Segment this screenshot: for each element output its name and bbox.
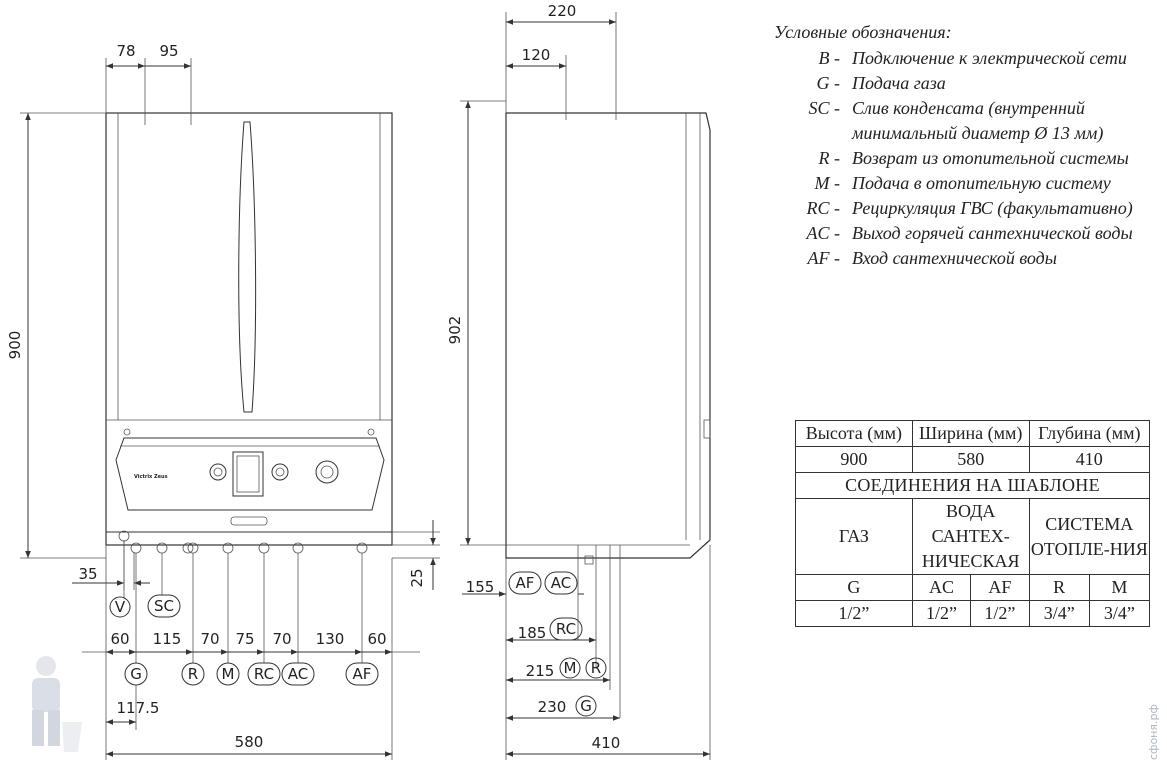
dim-220: 220 [548, 2, 577, 20]
legend-item: M - Подача в отопительную систему [774, 171, 1164, 196]
marker-g: G [130, 665, 142, 683]
marker-rc: RC [254, 665, 274, 683]
dim-410: 410 [592, 734, 621, 752]
dim-117-5: 117.5 [117, 699, 160, 717]
marker-sc: SC [154, 597, 174, 615]
legend-code: AC - [806, 223, 841, 243]
dim-215: 215 [526, 662, 555, 680]
dim-60-left: 60 [110, 630, 129, 648]
dim-115: 115 [153, 630, 182, 648]
legend-item: R - Возврат из отопительной системы [774, 146, 1164, 171]
panel-brand: Victrix Zeus [134, 474, 168, 480]
front-door-curve [238, 121, 257, 413]
legend-item: SC - Слив конденсата (внутренний минимал… [774, 96, 1164, 146]
legend-code: SC - [808, 98, 841, 118]
legend-desc: Подача газа [852, 73, 946, 93]
legend-desc: Слив конденсата (внутренний минимальный … [852, 98, 1104, 143]
legend-code: AF - [807, 248, 840, 268]
code-ac: AC [911, 574, 972, 601]
side-marker-m: M [564, 659, 577, 677]
boiler-front-body [105, 112, 393, 546]
legend-desc: Рециркуляция ГВС (факультативно) [852, 198, 1133, 218]
legend-code: R - [818, 148, 841, 168]
dim-155: 155 [466, 578, 495, 596]
legend-desc: Вход сантехнической воды [852, 248, 1057, 268]
side-marker-af: AF [516, 574, 535, 592]
legend-desc: Подключение к электрической сети [852, 48, 1127, 68]
dim-902: 902 [446, 316, 464, 345]
dim-900: 900 [6, 331, 24, 360]
boiler-side-body [505, 112, 711, 559]
side-marker-r: R [591, 659, 601, 677]
dim-35: 35 [78, 565, 97, 583]
pressure-gauge [315, 460, 339, 484]
value-depth: 410 [1028, 446, 1151, 473]
dim-78: 78 [116, 42, 135, 60]
dim-60-right: 60 [367, 630, 386, 648]
dim-95: 95 [159, 42, 178, 60]
legend-item: RC - Рециркуляция ГВС (факультативно) [774, 196, 1164, 221]
value-width: 580 [911, 446, 1030, 473]
group-gas: ГАЗ [795, 498, 913, 575]
legend-code: B - [818, 48, 841, 68]
marker-m: M [222, 665, 235, 683]
spec-table: Высота (мм) Ширина (мм) Глубина (мм) 900… [795, 420, 1151, 627]
dim-25: 25 [408, 568, 426, 587]
side-marker-rc: RC [556, 620, 576, 638]
value-height: 900 [795, 446, 913, 473]
dim-120: 120 [522, 46, 551, 64]
dim-70-a: 70 [200, 630, 219, 648]
control-panel [115, 437, 385, 511]
dim-230: 230 [538, 698, 567, 716]
marker-ac: AC [288, 665, 308, 683]
code-m: M [1088, 574, 1151, 601]
legend: Условные обозначения: B - Подключение к … [774, 22, 1164, 271]
plumber-mascot-icon [32, 656, 82, 752]
size-af: 1/2” [970, 600, 1030, 627]
code-r: R [1028, 574, 1090, 601]
section-title: СОЕДИНЕНИЯ НА ШАБЛОНЕ [795, 472, 1150, 499]
marker-af: AF [353, 665, 372, 683]
legend-code: M - [814, 173, 841, 193]
header-width: Ширина (мм) [911, 420, 1030, 447]
code-af: AF [970, 574, 1030, 601]
side-view: 902 220 120 155 AF AC 185 RC [446, 2, 711, 760]
dim-185: 185 [518, 624, 547, 642]
dim-130: 130 [316, 630, 345, 648]
legend-item: G - Подача газа [774, 71, 1164, 96]
code-g: G [795, 574, 913, 601]
legend-heading: Условные обозначения: [774, 22, 952, 42]
size-r: 3/4” [1028, 600, 1090, 627]
legend-item: AF - Вход сантехнической воды [774, 246, 1164, 271]
side-marker-g: G [580, 697, 592, 715]
size-g: 1/2” [795, 600, 913, 627]
marker-v: V [115, 598, 126, 616]
header-height: Высота (мм) [795, 420, 913, 447]
legend-desc: Возврат из отопительной системы [852, 148, 1129, 168]
legend-code: RC - [806, 198, 841, 218]
size-m: 3/4” [1088, 600, 1151, 627]
legend-item: B - Подключение к электрической сети [774, 46, 1164, 71]
dim-70-b: 70 [272, 630, 291, 648]
legend-item: AC - Выход горячей сантехнической воды [774, 221, 1164, 246]
legend-desc: Подача в отопительную систему [852, 173, 1111, 193]
marker-r: R [188, 665, 198, 683]
group-water: ВОДА САНТЕХ-НИЧЕСКАЯ [911, 498, 1030, 575]
side-marker-ac: AC [551, 574, 571, 592]
dim-580: 580 [235, 733, 264, 751]
legend-code: G - [816, 73, 841, 93]
display-screen [232, 451, 264, 497]
legend-desc: Выход горячей сантехнической воды [852, 223, 1133, 243]
size-ac: 1/2” [911, 600, 972, 627]
group-heating: СИСТЕМА ОТОПЛЕ-НИЯ [1028, 498, 1151, 575]
front-view: Victrix Zeus 900 [6, 42, 440, 760]
header-depth: Глубина (мм) [1028, 420, 1151, 447]
dim-75: 75 [235, 630, 254, 648]
watermark-text: сфоня.рф [1147, 704, 1160, 760]
